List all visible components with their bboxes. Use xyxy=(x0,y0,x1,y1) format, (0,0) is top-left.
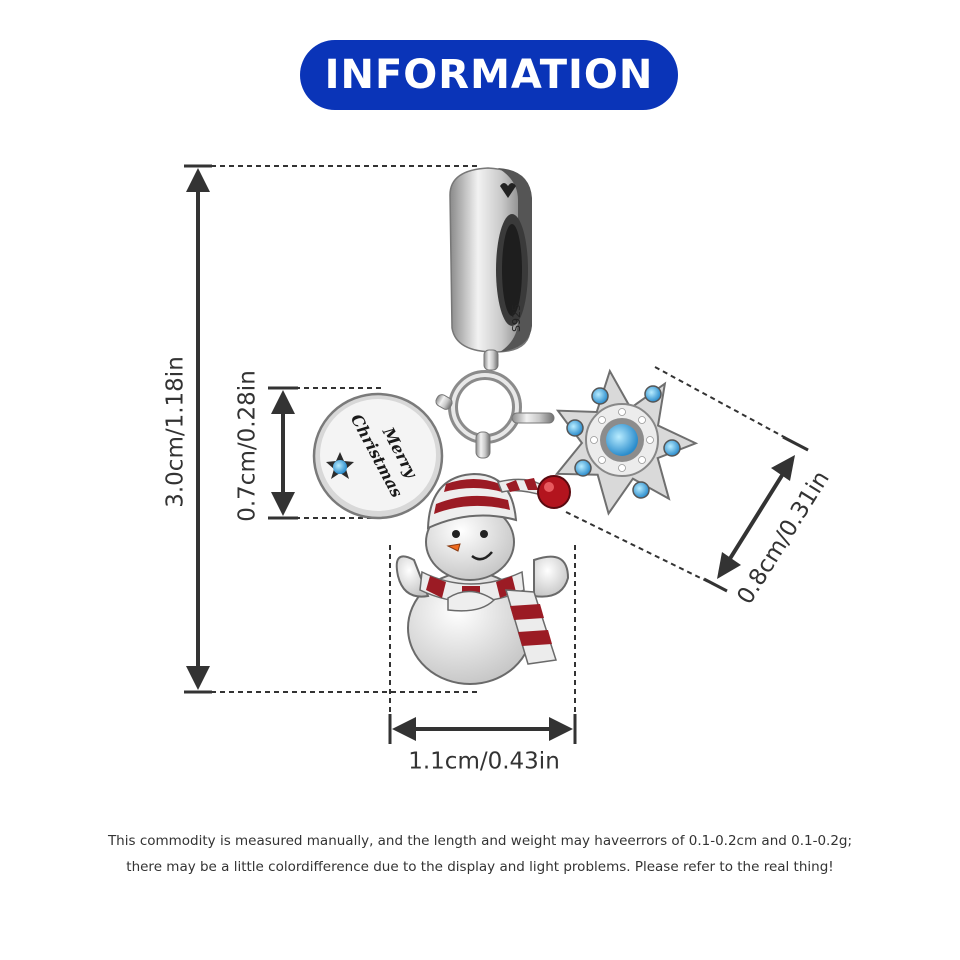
disclaimer-line-1: This commodity is measured manually, and… xyxy=(107,833,853,849)
jump-ring xyxy=(448,370,522,444)
dimension-snowflake xyxy=(565,366,809,593)
width-label: 1.1cm/0.43in xyxy=(408,748,560,775)
tag-size-label: 0.7cm/0.28in xyxy=(234,370,261,522)
snowflake-charm-icon xyxy=(511,368,699,516)
dimension-height xyxy=(184,164,478,694)
bail-icon: S925 xyxy=(449,167,532,371)
dimension-width xyxy=(388,545,577,744)
information-banner: INFORMATION xyxy=(300,40,678,110)
disclaimer-line-2: there may be a little colordifference du… xyxy=(126,859,834,875)
disclaimer: This commodity is measured manually, and… xyxy=(0,828,960,880)
round-tag-charm-icon: Merry Christmas xyxy=(312,392,453,520)
height-label: 3.0cm/1.18in xyxy=(162,356,189,508)
tag-stone-icon xyxy=(326,452,354,479)
snowman-charm-icon xyxy=(395,431,571,685)
stamp-text: S925 xyxy=(510,304,523,332)
dimension-tag xyxy=(268,386,384,520)
